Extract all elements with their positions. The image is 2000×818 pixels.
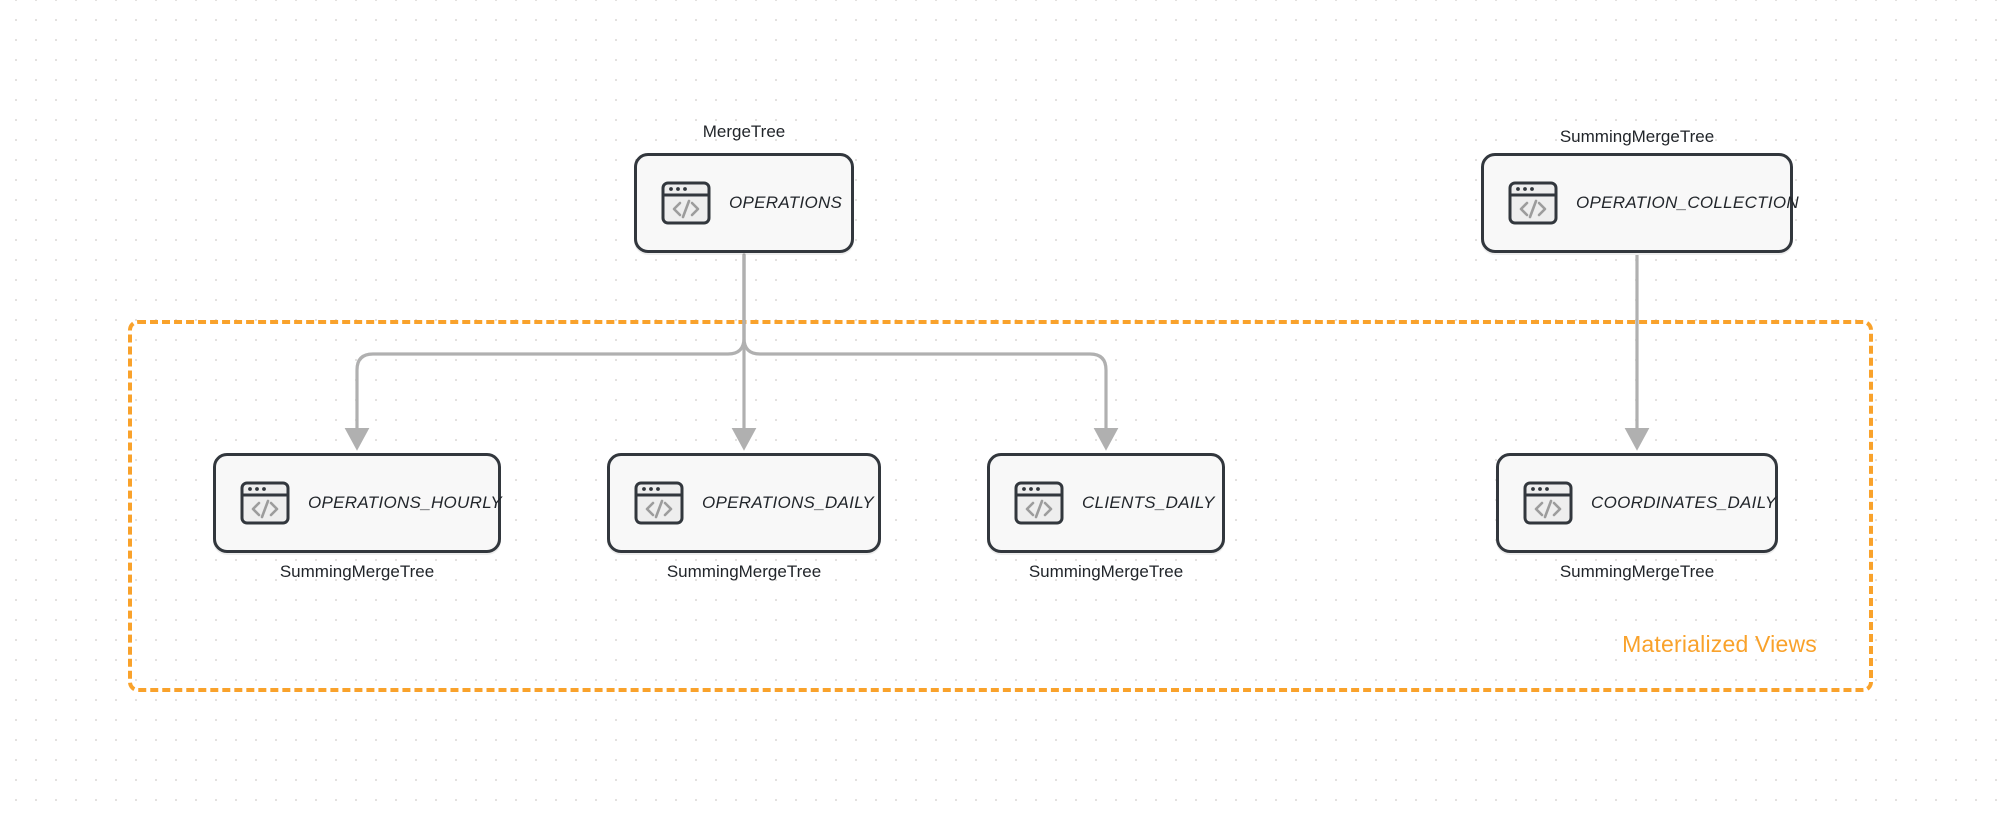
node-coordinates-daily[interactable]: COORDINATES_DAILY (1496, 453, 1778, 553)
node-label: OPERATIONS_DAILY (702, 493, 875, 512)
node-clients-daily[interactable]: CLIENTS_DAILY (987, 453, 1225, 553)
node-operations-daily[interactable]: OPERATIONS_DAILY (607, 453, 881, 553)
code-window-icon (1506, 179, 1560, 227)
engine-caption-operations: MergeTree (702, 122, 786, 141)
engine-caption-operation-collection: SummingMergeTree (1559, 127, 1715, 146)
node-operations-hourly[interactable]: OPERATIONS_HOURLY (213, 453, 503, 553)
engine-caption-operations-daily: SummingMergeTree (666, 562, 822, 581)
node-label: OPERATIONS_HOURLY (308, 493, 503, 512)
code-window-icon (238, 479, 292, 527)
engine-caption-clients-daily: SummingMergeTree (1028, 562, 1184, 581)
node-label: CLIENTS_DAILY (1082, 493, 1215, 512)
node-operations[interactable]: OPERATIONS (634, 153, 854, 253)
code-window-icon (632, 479, 686, 527)
node-label: OPERATIONS (729, 193, 843, 212)
engine-caption-coordinates-daily: SummingMergeTree (1559, 562, 1715, 581)
code-window-icon (1521, 479, 1575, 527)
node-label: COORDINATES_DAILY (1591, 493, 1777, 512)
engine-caption-operations-hourly: SummingMergeTree (279, 562, 435, 581)
node-operation-collection[interactable]: OPERATION_COLLECTION (1481, 153, 1799, 253)
code-window-icon (1012, 479, 1066, 527)
code-window-icon (659, 179, 713, 227)
materialized-views-label: Materialized Views (1622, 631, 1817, 657)
node-label: OPERATION_COLLECTION (1576, 193, 1799, 212)
